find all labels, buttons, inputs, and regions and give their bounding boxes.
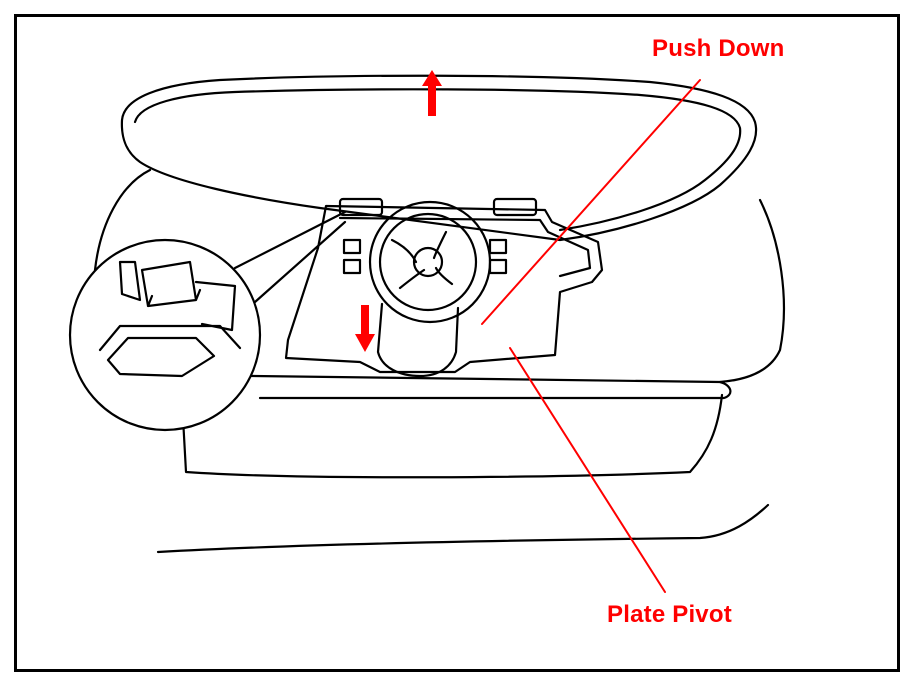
plate-inner-edge xyxy=(338,216,592,278)
plate-pivot-leader xyxy=(509,347,666,593)
console-body xyxy=(93,168,785,384)
magnifier-detail xyxy=(98,260,242,378)
slot-left-bottom xyxy=(342,258,362,275)
magnifier-pointer xyxy=(233,210,347,304)
slot-left-top xyxy=(342,238,362,255)
slot-right-bottom xyxy=(488,258,508,275)
lift-up-arrow-icon xyxy=(422,70,442,116)
push-down-label: Push Down xyxy=(652,35,785,62)
pivot-hub xyxy=(412,246,444,278)
magnifier-circle xyxy=(68,238,262,432)
slot-right-top xyxy=(488,238,508,255)
console-rim xyxy=(176,373,732,400)
tab-right xyxy=(492,197,538,217)
console-base-curve xyxy=(156,503,770,554)
tab-left xyxy=(338,197,384,217)
plate-pivot-label: Plate Pivot xyxy=(607,601,732,628)
pivot-disk-ring xyxy=(378,212,478,312)
push-down-arrow-icon xyxy=(355,305,375,352)
armrest-lid-inner xyxy=(133,88,742,232)
armrest-lid xyxy=(120,74,758,242)
push-down-leader xyxy=(481,79,701,325)
pivot-spokes xyxy=(390,230,454,290)
console-lower-body xyxy=(180,393,724,479)
plate xyxy=(284,204,604,374)
pivot-lever xyxy=(376,302,460,378)
